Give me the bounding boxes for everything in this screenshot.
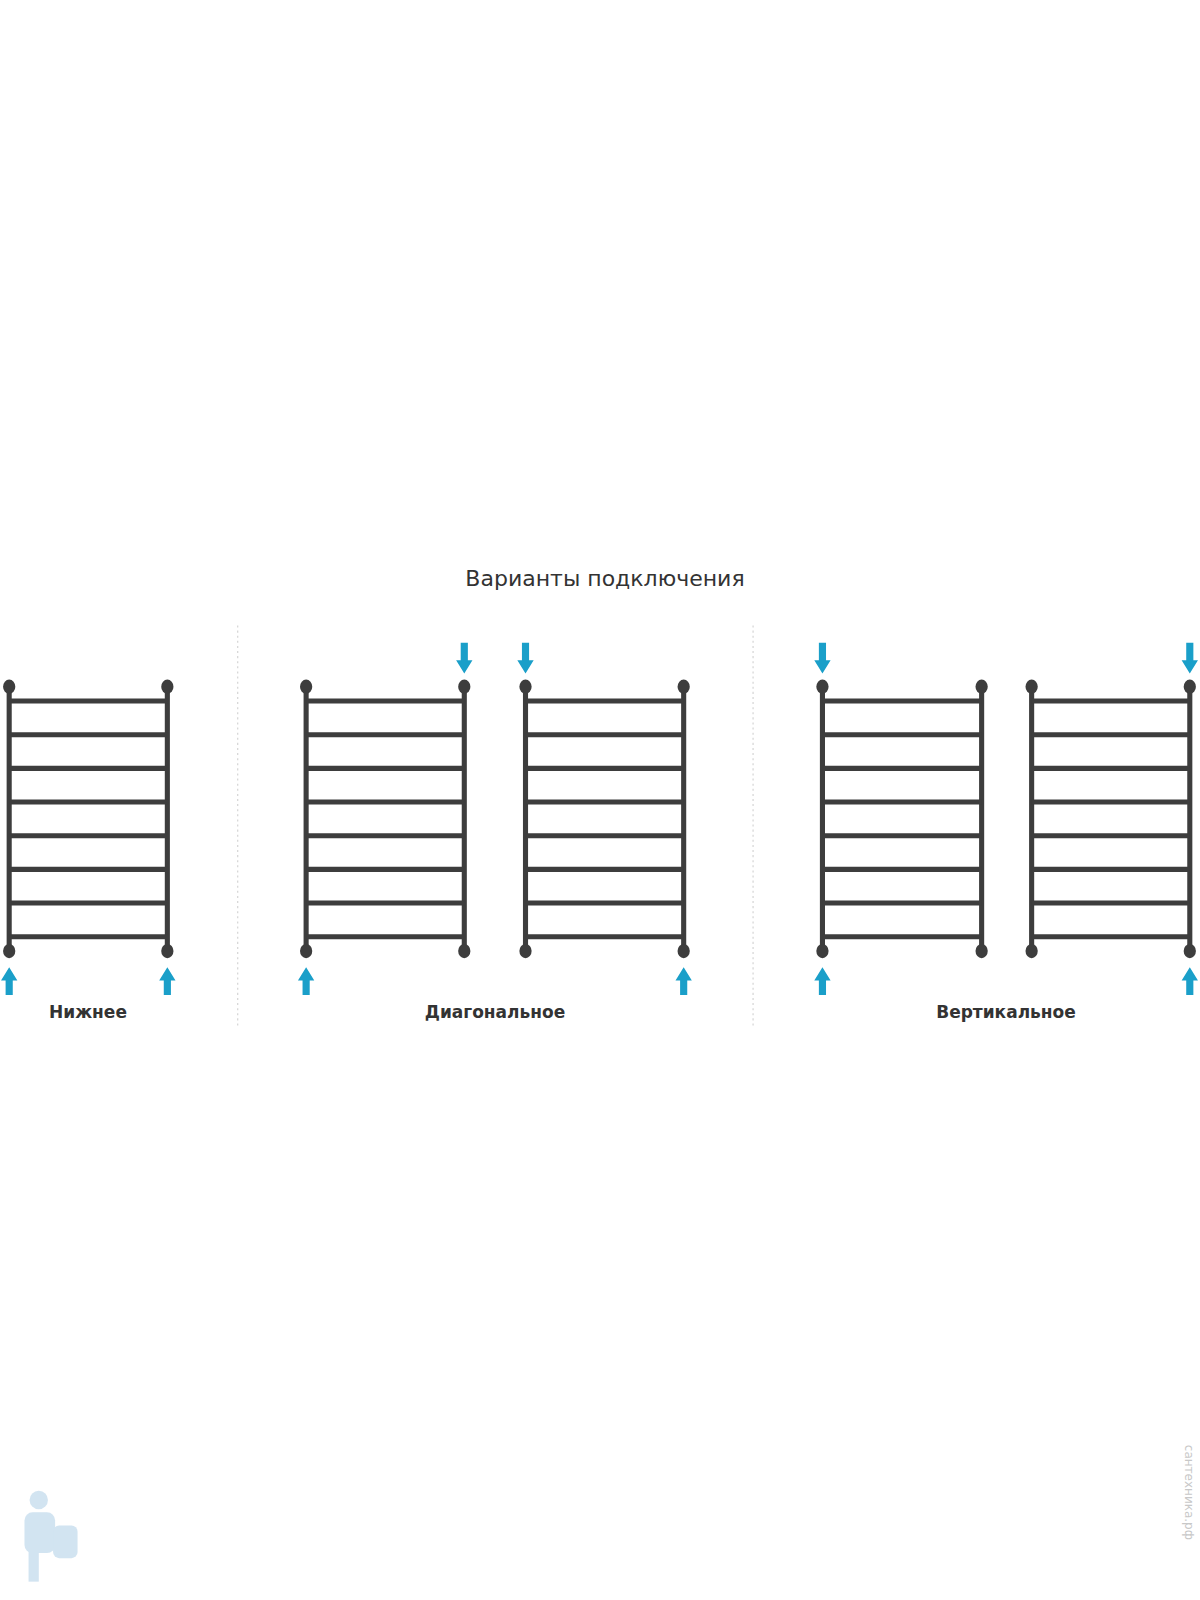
rung	[306, 867, 464, 872]
fitting	[816, 680, 828, 694]
rail	[7, 687, 12, 951]
fitting	[161, 680, 173, 694]
flow-arrow	[814, 643, 830, 674]
rung	[306, 698, 464, 703]
rung	[9, 698, 167, 703]
rung	[822, 732, 981, 737]
rung	[9, 934, 167, 939]
rung	[306, 799, 464, 804]
fitting	[3, 680, 15, 694]
rung	[822, 867, 981, 872]
flow-arrow	[159, 967, 175, 995]
rung	[822, 833, 981, 838]
rung	[306, 901, 464, 906]
rail	[304, 687, 309, 951]
rung	[526, 732, 684, 737]
rail	[523, 687, 528, 951]
fitting	[1184, 680, 1196, 694]
rung	[526, 766, 684, 771]
fitting	[3, 944, 15, 958]
flow-arrow	[298, 967, 314, 995]
rung	[822, 934, 981, 939]
rung	[526, 867, 684, 872]
flow-arrow	[814, 967, 830, 995]
fitting	[678, 680, 690, 694]
rung	[1032, 901, 1190, 906]
rung	[1032, 799, 1190, 804]
rung	[1032, 766, 1190, 771]
fitting	[976, 680, 988, 694]
fitting	[519, 680, 531, 694]
connection-label: Диагональное	[425, 1002, 565, 1022]
separator	[753, 626, 754, 1029]
rung	[306, 732, 464, 737]
rail	[462, 687, 467, 951]
rung	[1032, 833, 1190, 838]
rung	[526, 833, 684, 838]
rail	[1029, 687, 1034, 951]
flow-arrow	[1182, 967, 1198, 995]
watermark: сантехника.рф	[1182, 1445, 1196, 1540]
fitting	[161, 944, 173, 958]
rung	[306, 934, 464, 939]
fitting	[678, 944, 690, 958]
separator	[237, 626, 238, 1029]
rung	[1032, 732, 1190, 737]
connection-label: Вертикальное	[936, 1002, 1076, 1022]
rung	[526, 901, 684, 906]
rung	[526, 799, 684, 804]
rung	[1032, 934, 1190, 939]
flow-arrow	[676, 967, 692, 995]
connection-label: Нижнее	[49, 1002, 127, 1022]
rung	[1032, 867, 1190, 872]
rung	[9, 833, 167, 838]
rung	[526, 934, 684, 939]
fitting	[458, 680, 470, 694]
rung	[526, 698, 684, 703]
fitting	[1026, 944, 1038, 958]
rail	[1187, 687, 1192, 951]
fitting	[976, 944, 988, 958]
fitting	[519, 944, 531, 958]
flow-arrow	[456, 643, 472, 674]
rung	[822, 766, 981, 771]
logo	[24, 1491, 77, 1582]
fitting	[1026, 680, 1038, 694]
rung	[306, 833, 464, 838]
rail	[979, 687, 984, 951]
rail	[681, 687, 686, 951]
flow-arrow	[1182, 643, 1198, 674]
fitting	[458, 944, 470, 958]
fitting	[816, 944, 828, 958]
rung	[822, 799, 981, 804]
rung	[9, 867, 167, 872]
title: Варианты подключения	[465, 566, 744, 591]
rung	[1032, 698, 1190, 703]
fitting	[300, 944, 312, 958]
rail	[820, 687, 825, 951]
rung	[9, 766, 167, 771]
flow-arrow	[1, 967, 17, 995]
flow-arrow	[517, 643, 533, 674]
fitting	[1184, 944, 1196, 958]
fitting	[300, 680, 312, 694]
rung	[822, 901, 981, 906]
rail	[165, 687, 170, 951]
rung	[822, 698, 981, 703]
rung	[9, 901, 167, 906]
rung	[306, 766, 464, 771]
rung	[9, 732, 167, 737]
rung	[9, 799, 167, 804]
